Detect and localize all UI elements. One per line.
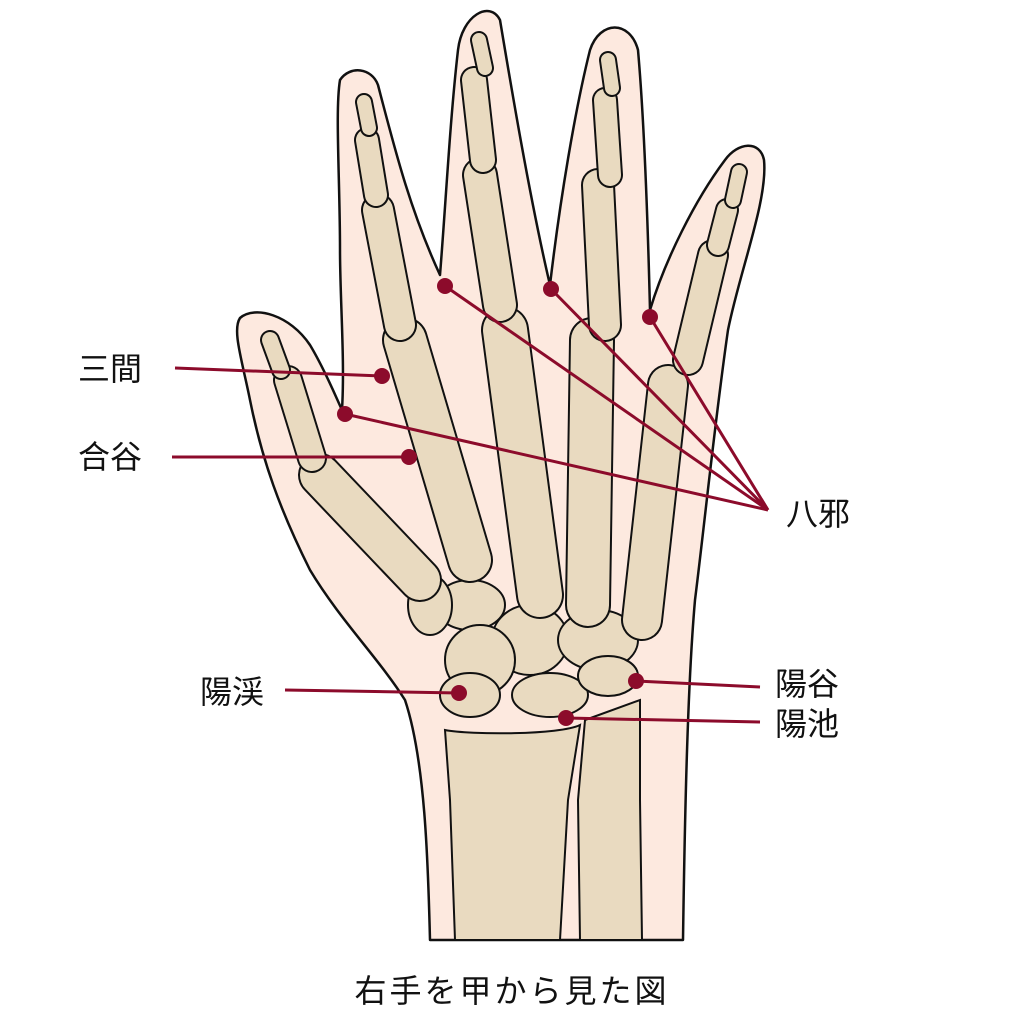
acupoint-youchi <box>558 710 574 726</box>
leader-line-youchi <box>565 716 761 724</box>
acupoint-goukoku <box>401 449 417 465</box>
acupoint-hachija <box>642 309 658 325</box>
label-sankan: 三間 <box>78 350 143 388</box>
leader-line-sankan <box>174 366 383 378</box>
finger-bone <box>356 129 387 206</box>
label-youkoku: 陽谷 <box>775 665 840 703</box>
carpal-bone <box>577 655 639 697</box>
carpal-bone <box>511 672 589 718</box>
leader-line-youkei <box>284 688 460 695</box>
finger-bone <box>363 195 415 340</box>
finger-bone <box>594 89 621 186</box>
finger-bone <box>726 165 746 207</box>
finger-bone <box>262 332 289 378</box>
acupoint-hachija <box>337 406 353 422</box>
carpal-bone <box>439 672 501 718</box>
finger-bone <box>357 95 376 135</box>
radius-bone <box>443 723 582 941</box>
finger-bone <box>483 308 562 617</box>
finger-bone <box>567 319 613 626</box>
label-goukoku: 合谷 <box>78 438 143 476</box>
finger-bone <box>583 170 620 340</box>
leader-line-hachija <box>444 284 769 512</box>
finger-bone <box>623 366 687 639</box>
finger-bone <box>275 367 325 471</box>
finger-bone <box>462 68 495 172</box>
finger-bone <box>464 159 516 321</box>
leader-line-hachija <box>344 412 769 512</box>
acupoint-youkei <box>451 685 467 701</box>
finger-bone <box>300 455 440 600</box>
acupoint-hachija <box>543 281 559 297</box>
finger-bone <box>384 319 491 581</box>
finger-bone <box>674 241 727 374</box>
label-youchi: 陽池 <box>775 705 840 743</box>
finger-bone <box>472 33 492 75</box>
finger-bone <box>601 53 619 95</box>
finger-bone <box>708 200 737 255</box>
leader-line-hachija <box>648 316 770 511</box>
acupoint-youkoku <box>628 673 644 689</box>
ulna-bone <box>576 698 644 941</box>
acupoint-hachija <box>437 278 453 294</box>
label-youkei: 陽渓 <box>200 673 265 711</box>
acupoint-sankan <box>374 368 390 384</box>
label-hachija: 八邪 <box>786 495 851 533</box>
leader-line-hachija <box>549 287 770 512</box>
leader-line-youkoku <box>635 679 761 689</box>
caption: 右手を甲から見た図 <box>354 972 670 1010</box>
